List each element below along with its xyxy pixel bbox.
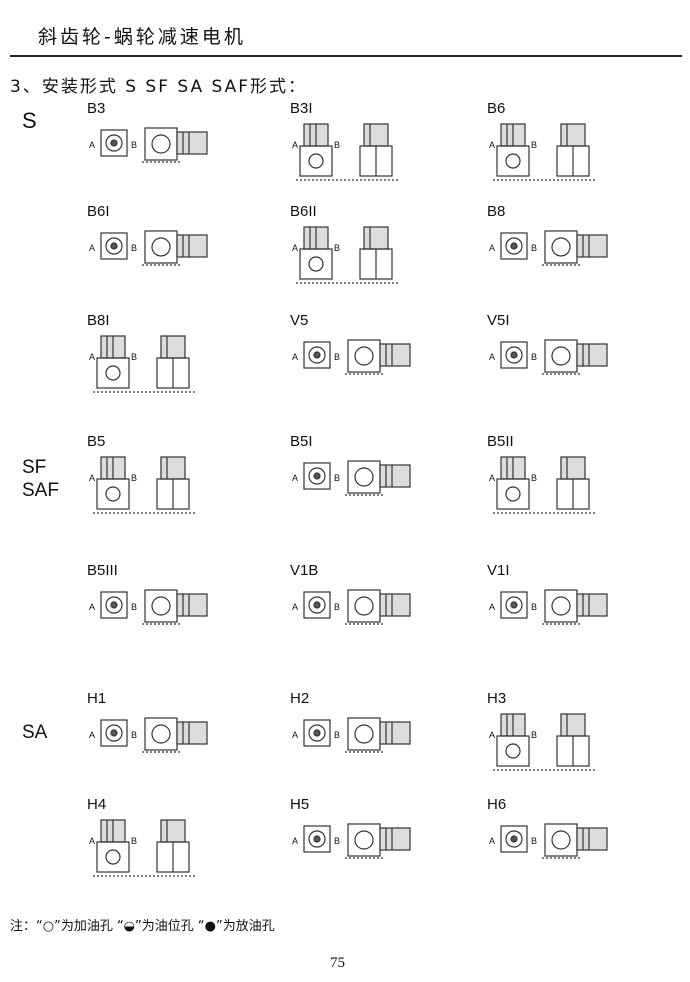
figure-label: H1 [87,690,107,707]
header-rule [10,55,682,57]
figure-label: B6I [87,203,110,220]
figure-label: B6 [487,100,506,117]
figure-label: B6II [290,203,317,220]
marker-b: B [131,473,138,483]
marker-b: B [531,352,538,362]
marker-a: A [89,602,96,612]
figure-label: H4 [87,796,107,813]
marker-b: B [131,602,138,612]
marker-b: B [334,730,341,740]
figure-label: B8I [87,312,110,329]
group-label-sf: SF [22,457,47,478]
marker-b: B [131,140,138,150]
mounting-figure-b3i: B3I A B [290,100,480,200]
marker-b: B [334,243,341,253]
marker-b: B [334,473,341,483]
group-label-s: S [22,108,37,133]
marker-a: A [89,140,96,150]
marker-a: A [489,836,496,846]
mounting-figure-b5ii: B5II A B [487,433,677,533]
marker-b: B [334,602,341,612]
marker-b: B [131,352,138,362]
figure-label: B5III [87,562,118,579]
marker-a: A [489,140,496,150]
marker-a: A [89,836,96,846]
mounting-figure-v5i: V5I A B [487,312,677,412]
figure-label: V1B [290,562,319,579]
page-header-title: 斜齿轮-蜗轮减速电机 [38,26,246,48]
mounting-figure-v1b: V1B A B [290,562,480,662]
marker-b: B [531,836,538,846]
marker-a: A [292,243,299,253]
marker-b: B [334,352,341,362]
mounting-figure-b8i: B8I A B [87,312,277,412]
mounting-figure-b5iii: B5III A B [87,562,277,662]
figure-label: B5 [87,433,106,450]
marker-b: B [131,243,138,253]
marker-a: A [292,836,299,846]
page-number: 75 [330,955,345,971]
marker-a: A [489,473,496,483]
marker-a: A [89,473,96,483]
marker-b: B [531,473,538,483]
mounting-figure-b5i: B5I A B [290,433,480,533]
group-label-saf: SAF [22,480,59,501]
marker-a: A [489,352,496,362]
mounting-figure-b6ii: B6II A B [290,203,480,303]
figure-label: V5 [290,312,309,329]
figure-label: H5 [290,796,310,813]
marker-a: A [292,602,299,612]
marker-a: A [292,730,299,740]
marker-b: B [334,140,341,150]
marker-b: B [531,730,538,740]
figure-label: V1I [487,562,510,579]
marker-a: A [489,730,496,740]
marker-b: B [531,243,538,253]
marker-a: A [89,243,96,253]
marker-a: A [89,352,96,362]
legend-note: 注：“○”为加油孔 “◒”为油位孔 “●”为放油孔 [10,919,275,934]
figure-label: B3 [87,100,106,117]
figure-label: B3I [290,100,313,117]
figure-label: B5II [487,433,514,450]
figure-label: B5I [290,433,313,450]
group-label-sa: SA [22,722,48,743]
marker-b: B [531,140,538,150]
marker-b: B [131,730,138,740]
figure-label: H6 [487,796,507,813]
marker-a: A [489,243,496,253]
mounting-figure-b6i: B6I A B [87,203,277,303]
marker-a: A [489,602,496,612]
figure-label: V5I [487,312,510,329]
marker-b: B [334,836,341,846]
section-title: 3、安装形式 S SF SA SAF形式： [10,77,308,97]
marker-a: A [292,473,299,483]
marker-a: A [292,140,299,150]
marker-a: A [292,352,299,362]
mounting-figure-v1i: V1I A B [487,562,677,662]
marker-b: B [531,602,538,612]
marker-b: B [131,836,138,846]
figure-label: H3 [487,690,507,707]
figure-label: B8 [487,203,506,220]
figure-label: H2 [290,690,310,707]
marker-a: A [89,730,96,740]
